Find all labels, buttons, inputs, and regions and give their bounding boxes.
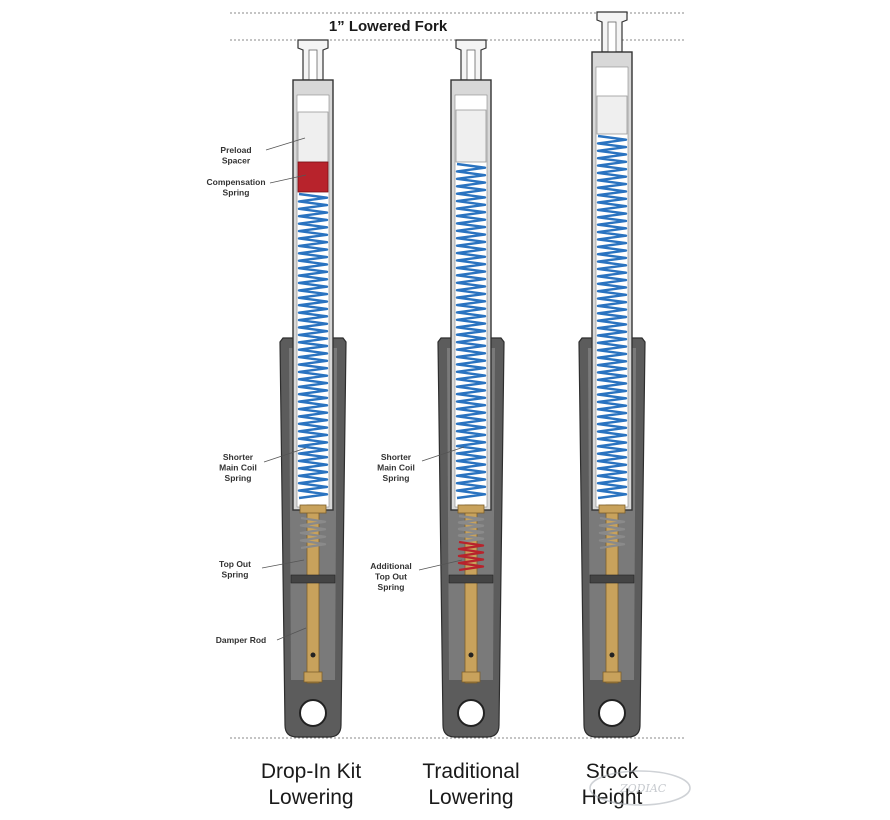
callout-line: Main Coil [219,463,257,473]
leader-line-preload-spacer [265,137,306,151]
callout-line: Spring [222,570,249,580]
callout-line: Preload [220,145,251,155]
callout-line: Spring [225,473,252,483]
callout-line: Main Coil [377,463,415,473]
axle-hole [598,699,626,727]
top-out-spring [299,516,327,550]
main-coil-spring [455,162,487,500]
damper-rod-foot [461,671,481,683]
cap-bolt [308,49,318,81]
damper-rod-head [299,504,327,514]
additional-top-out-spring [457,540,485,572]
preload-spacer [596,95,628,135]
caption-drop-in-line1: Drop-In Kit [261,760,362,783]
axle-hole [457,699,485,727]
preload-spacer [297,111,329,163]
callout-drop-in-damper-rod: Damper Rod [216,635,267,645]
callout-line: Shorter [381,452,412,462]
main-coil-spring [297,192,329,500]
callout-line: Top Out [375,572,407,582]
caption-traditional-line1: Traditional [422,760,519,783]
fork-stock [578,11,646,738]
main-coil-spring [596,134,628,500]
leader-line-damper-rod [276,627,307,641]
callout-line: Spring [383,473,410,483]
caption-drop-in-line2: Lowering [268,786,353,809]
callout-line: Top Out [219,559,251,569]
damper-rod-foot [303,671,323,683]
damper-port [609,652,615,658]
damper-rod-foot [602,671,622,683]
leader-line-main-spring [263,447,307,463]
watermark-logo: ZODIAC [589,770,691,806]
callout-line: Compensation [206,177,265,187]
damper-seat [448,574,494,584]
axle-hole [299,699,327,727]
leader-line-compensation-spring [269,174,307,184]
fork-drop-in [279,39,347,738]
damper-port [310,652,316,658]
callout-line: Shorter [223,452,254,462]
callout-line: Spring [223,188,250,198]
damper-seat [290,574,336,584]
forks-layer [279,11,646,738]
cap-bolt [607,21,617,53]
callout-line: Damper Rod [216,635,267,645]
caption-stock-line2: Height [582,786,643,809]
cap-bolt [466,49,476,81]
leader-line-additional-top-out-spring [418,559,463,571]
top-out-spring [598,516,626,550]
caption-traditional-line2: Lowering [428,786,513,809]
top-out-spring [457,514,485,544]
caption-stock-line1: Stock [586,760,639,783]
leader-line-top-out-spring [261,559,305,569]
callout-line: Additional [370,561,412,571]
damper-seat [589,574,635,584]
callout-line: Spacer [222,156,251,166]
damper-rod-head [457,504,485,514]
diagram-title: 1” Lowered Fork [329,18,448,35]
preload-spacer [455,109,487,163]
damper-rod-head [598,504,626,514]
leader-line-main-spring [421,446,465,462]
fork-traditional [437,39,505,738]
watermark-text: ZODIAC [619,782,667,795]
callout-line: Spring [378,582,405,592]
damper-port [468,652,474,658]
compensation-spring [297,161,329,193]
